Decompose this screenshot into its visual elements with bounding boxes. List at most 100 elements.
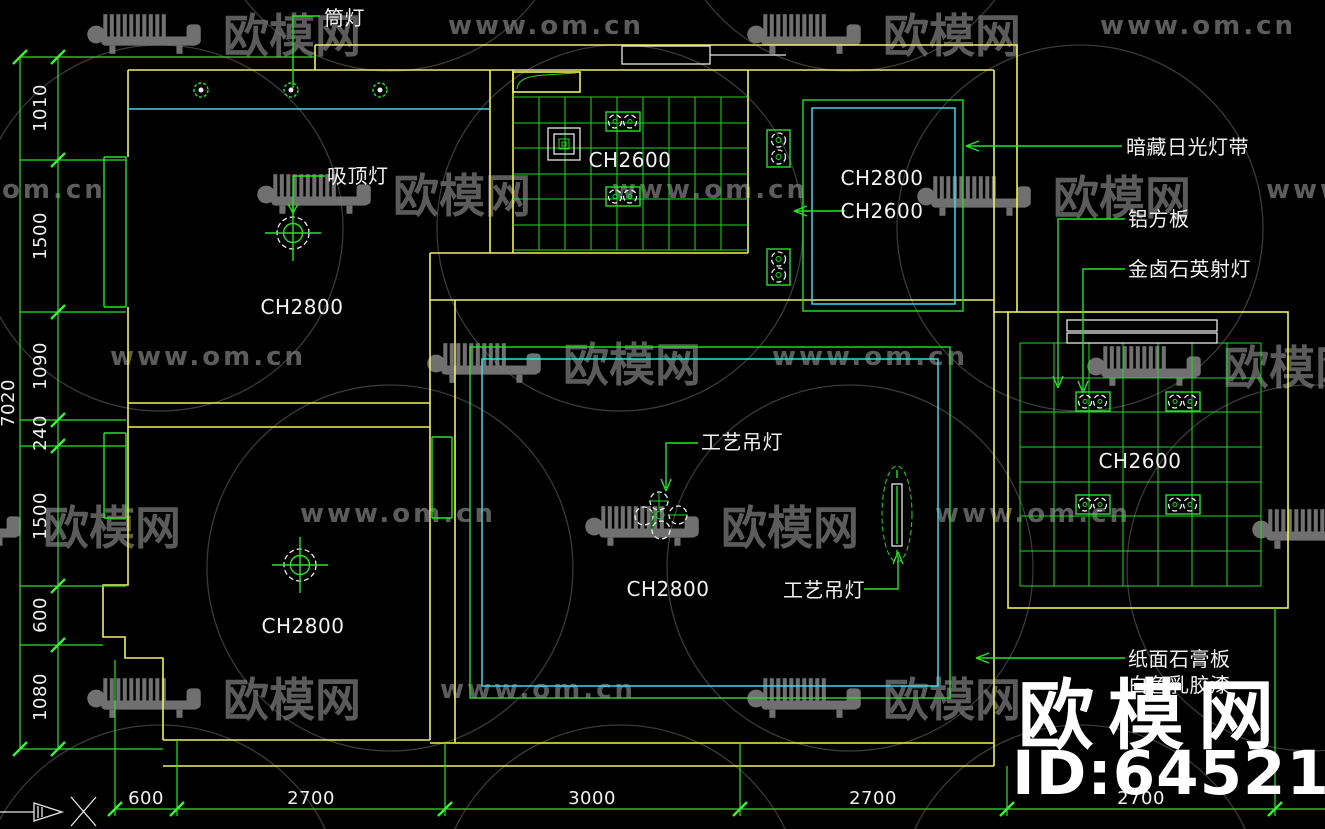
- watermark-brand: 欧模网: [563, 338, 701, 392]
- label-gypsum-board-sub: 白色乳胶漆: [1128, 673, 1231, 697]
- watermark-brand: 欧模网: [223, 673, 361, 727]
- watermark-site-partial: www.: [1266, 175, 1325, 205]
- dining-light-bar: [1165, 391, 1201, 412]
- watermark-sofa-icon: [917, 176, 1031, 216]
- ch-kitchen: CH2600: [589, 148, 672, 172]
- label-downlight: 筒灯: [324, 6, 365, 30]
- watermark-sofa-icon: [87, 14, 201, 54]
- downlight-leader: [292, 15, 320, 88]
- watermark-brand: 欧模网: [883, 673, 1021, 727]
- kitchen-light-bar: [605, 186, 641, 207]
- dim-left-600: 600: [30, 597, 51, 633]
- corridor-light-bar: [766, 248, 791, 286]
- label-ceiling-lamp: 吸顶灯: [327, 164, 389, 188]
- watermark-brand: 欧模网: [1053, 171, 1191, 225]
- watermark-site: www.om.cn: [448, 11, 644, 41]
- corridor-light-bar: [766, 129, 791, 168]
- watermark-tiles: 欧模网 欧模网 欧模网 欧模网 欧模网 欧模网 欧模网 欧模网 欧模网 欧模网 …: [0, 9, 1325, 727]
- accent-cyan: [128, 107, 956, 687]
- ch-living: CH2800: [627, 577, 710, 601]
- label-gypsum-board: 纸面石膏板: [1128, 647, 1231, 671]
- brand-overlay-id: ID:645213: [1012, 738, 1325, 809]
- ch-bedroom-top-left: CH2800: [261, 295, 344, 319]
- watermark-site: www.om.cn: [612, 175, 808, 205]
- dim-bottom-3000: 3000: [568, 788, 616, 809]
- kitchen-light-bar: [605, 111, 641, 132]
- dim-bottom-2700c: 2700: [1117, 788, 1165, 809]
- downlight-symbol: [193, 82, 388, 98]
- watermark-brand: 欧模网: [393, 169, 531, 223]
- axis-x-icon: [70, 796, 97, 827]
- dining-light-bar: [1165, 494, 1201, 515]
- ch-bathroom-1: CH2800: [841, 166, 924, 190]
- dim-left-1500b: 1500: [30, 492, 51, 540]
- dim-left-1010: 1010: [30, 84, 51, 132]
- gypsum-board-leader: [975, 652, 1125, 664]
- axis-arrow-icon: [0, 802, 65, 822]
- pendant-leader-1: [660, 442, 698, 492]
- watermark-brand: 欧模网: [1223, 341, 1325, 395]
- ceiling-frames-green: [469, 72, 964, 699]
- bathroom-ceiling-frame: [802, 99, 964, 312]
- watermark-site: www.om.cn: [110, 342, 306, 372]
- watermark-sofa-icon: [1087, 346, 1201, 386]
- dim-left-240: 240: [30, 415, 51, 451]
- pendant-lamp-cluster: [634, 491, 688, 540]
- ch-dining: CH2600: [1099, 449, 1182, 473]
- watermark-site: www.om.cn: [440, 675, 636, 705]
- watermark-sofa-icon: [87, 678, 201, 718]
- fixtures: [193, 82, 1201, 593]
- brand-overlay: 欧模网 ID:645213: [1012, 671, 1325, 809]
- dining-light-bar: [1075, 494, 1111, 515]
- brand-overlay-name: 欧模网: [1018, 671, 1288, 760]
- bathroom-ceiling-inner: [811, 107, 956, 305]
- cad-labels: 筒灯 吸顶灯 CH2800 CH2800 CH2600 CH2800 CH260…: [261, 6, 1251, 697]
- watermark-sofa-icon: [747, 14, 861, 54]
- dim-bottom-2700b: 2700: [849, 788, 897, 809]
- watermark-brand: 欧模网: [883, 9, 1021, 63]
- ceiling-lamp-symbol: [272, 537, 328, 593]
- dim-left-1080: 1080: [30, 673, 51, 721]
- range-hood-curve: [516, 72, 577, 90]
- dim-left-1090: 1090: [30, 342, 51, 390]
- watermark-sofa-icon: [0, 506, 21, 546]
- range-hood-box: [512, 71, 581, 93]
- dim-bottom-600: 600: [128, 788, 164, 809]
- dining-light-bar: [1075, 391, 1111, 412]
- dining-window: [1066, 319, 1218, 332]
- watermark-site: www.om.cn: [300, 499, 496, 529]
- white-windows: [621, 45, 1218, 344]
- windows-green: [103, 156, 453, 519]
- dim-left-overall-7020: 7020: [0, 379, 19, 427]
- label-craft-pendant-2: 工艺吊灯: [783, 578, 865, 602]
- kitchen-grid: [513, 96, 748, 251]
- watermark-brand: 欧模网: [721, 501, 859, 555]
- ceiling-lamp-leader: [287, 175, 325, 215]
- concealed-strip-leader: [965, 140, 1122, 152]
- pendant-leader-2: [864, 551, 904, 590]
- label-metal-halide-spotlight: 金卤石英射灯: [1128, 257, 1251, 281]
- aluminum-panel-leader: [1052, 218, 1125, 389]
- label-concealed-strip: 暗藏日光灯带: [1126, 135, 1249, 159]
- living-ceiling-frame: [469, 346, 951, 699]
- ceiling-lamp-symbol: [265, 205, 321, 261]
- dining-window: [1066, 332, 1218, 344]
- label-craft-pendant-1: 工艺吊灯: [701, 430, 783, 454]
- walls-yellow: [102, 44, 1289, 767]
- kitchen-diffuser: [547, 127, 581, 161]
- watermark-brand: 欧模网: [43, 501, 181, 555]
- bathroom-ch-leader: [793, 205, 845, 217]
- tube-pendant-fixture: [881, 465, 913, 563]
- watermark-brand: 欧模网: [223, 9, 361, 63]
- dim-left-1500a: 1500: [30, 212, 51, 260]
- dim-bottom-2700a: 2700: [287, 788, 335, 809]
- watermark-sofa-icon: [585, 506, 699, 546]
- leader-lines: [287, 15, 1125, 664]
- living-ceiling-inner: [481, 358, 939, 687]
- dining-room-outline: [1007, 311, 1289, 609]
- ch-bathroom-2: CH2600: [841, 199, 924, 223]
- label-aluminum-panel: 铝方板: [1128, 207, 1190, 231]
